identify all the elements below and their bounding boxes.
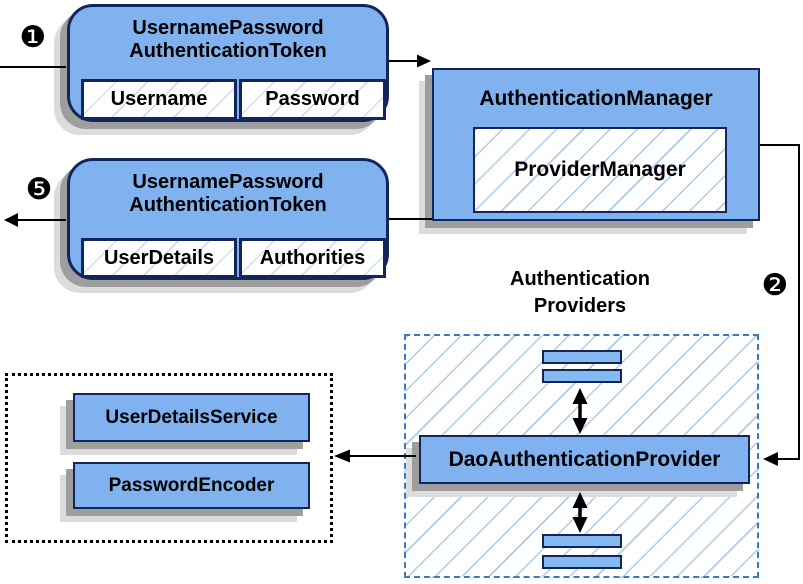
dao-authentication-provider-box: DaoAuthenticationProvider [419,435,750,484]
response-token-box: UsernamePassword AuthenticationToken Use… [67,158,389,280]
user-details-service-box: UserDetailsService [73,393,310,442]
arrowhead-flow-out [4,213,18,227]
step-2-badge: ❷ [761,268,789,303]
authentication-manager-box: AuthenticationManager ProviderManager [432,68,760,221]
arrowhead-into-manager [417,54,431,68]
provider-placeholder-bar [542,534,622,548]
provider-placeholder-bar [542,555,622,569]
request-token-title-line2: AuthenticationToken [129,40,327,62]
response-token-title-line1: UsernamePassword [132,171,324,193]
user-details-field: UserDetails [81,238,237,278]
arrowhead-into-dao [763,452,778,466]
providers-group-label-line1: Authentication [510,268,650,290]
response-token-title: UsernamePassword AuthenticationToken [70,171,386,217]
request-token-title: UsernamePassword AuthenticationToken [70,17,386,63]
step-5-badge: ❺ [25,172,53,207]
provider-placeholder-bar [542,369,622,383]
provider-placeholder-bar [542,350,622,364]
step-1-badge: ❶ [19,20,47,55]
authentication-manager-title: AuthenticationManager [479,87,713,110]
username-field: Username [81,79,237,120]
request-token-title-line1: UsernamePassword [132,17,324,39]
authorities-field: Authorities [239,238,386,278]
response-token-title-line2: AuthenticationToken [129,194,327,216]
password-encoder-box: PasswordEncoder [73,462,310,509]
arrowhead-into-services [334,449,350,463]
password-field: Password [239,79,386,120]
providers-group-label: Authentication Providers [455,266,705,320]
request-token-box: UsernamePassword AuthenticationToken Use… [67,4,389,122]
provider-manager-box: ProviderManager [473,127,727,213]
providers-group-label-line2: Providers [533,295,627,317]
